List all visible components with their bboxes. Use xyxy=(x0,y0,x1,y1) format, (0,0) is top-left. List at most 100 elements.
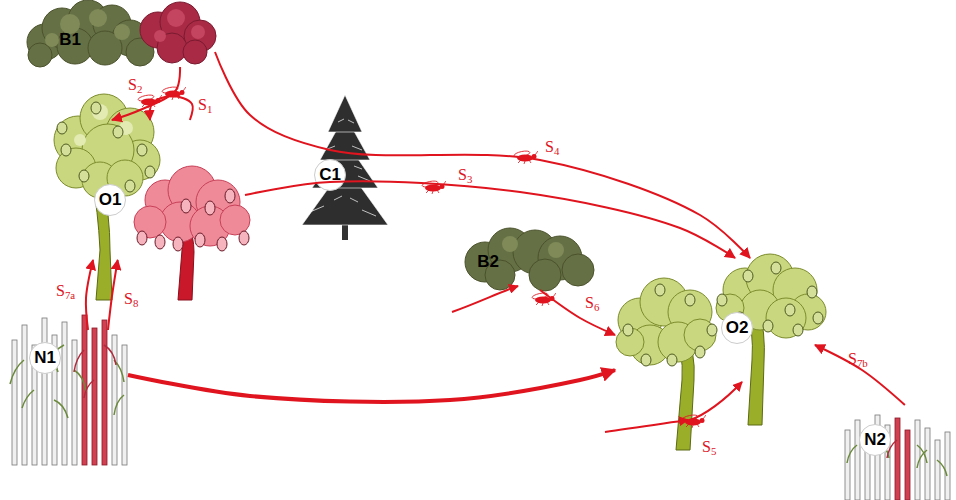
flight-label: S7a xyxy=(56,282,75,304)
orchard-tree-illustration xyxy=(623,324,633,336)
bush-illustration xyxy=(89,9,107,27)
orchard-tree-illustration xyxy=(695,346,705,358)
orchard-tree-illustration xyxy=(239,231,249,245)
bush-illustration xyxy=(28,43,52,67)
bush-illustration xyxy=(27,0,154,67)
orchard-tree-illustration xyxy=(616,254,826,450)
site-label: B1 xyxy=(59,30,81,50)
orchard-tree-illustration xyxy=(766,298,806,338)
site-label: B2 xyxy=(477,252,499,272)
cane-field-illustration xyxy=(925,428,930,500)
cane-field-illustration xyxy=(855,420,860,500)
aphid-icon xyxy=(138,86,706,428)
dispersal-arrow xyxy=(86,260,93,330)
bush-illustration xyxy=(154,30,166,42)
flight-path xyxy=(452,286,742,432)
bush-illustration xyxy=(548,242,564,258)
bush-illustration xyxy=(114,24,130,40)
orchard-tree-illustration xyxy=(91,102,101,114)
cane-field-illustration xyxy=(22,325,27,465)
site-label: N2 xyxy=(859,424,891,456)
label-subscript: 7a xyxy=(65,289,75,301)
cane-field-illustration xyxy=(935,440,940,500)
plant-node: B2 xyxy=(465,235,590,290)
conifer-illustration xyxy=(302,95,388,240)
bush-illustration xyxy=(465,228,594,291)
orchard-tree-illustration xyxy=(205,201,215,215)
flight-label: S1 xyxy=(198,96,212,118)
aphid-icon xyxy=(532,292,556,306)
connector-group xyxy=(86,52,905,405)
conifer-illustration xyxy=(302,95,388,225)
cane-field-illustration xyxy=(845,430,850,500)
label-subscript: 8 xyxy=(133,297,138,309)
orchard-tree-illustration xyxy=(134,166,250,246)
orchard-tree-illustration xyxy=(220,205,250,235)
flight-label: S2 xyxy=(128,76,142,98)
plant-node: N2 xyxy=(840,405,950,497)
bush-illustration xyxy=(57,28,93,64)
label-letter: S xyxy=(128,76,137,93)
plant-node: C1 xyxy=(298,95,390,240)
dispersal-arrow xyxy=(815,345,905,405)
orchard-tree-illustration xyxy=(707,324,717,336)
dispersal-arrow xyxy=(540,290,615,335)
cane-field-illustration xyxy=(845,415,950,500)
aphid-icon xyxy=(138,94,162,108)
cane-field-illustration xyxy=(905,430,910,500)
label-letter: S xyxy=(848,350,857,367)
site-label: N1 xyxy=(29,342,61,374)
orchard-tree-illustration xyxy=(717,294,727,306)
bush-illustration xyxy=(167,9,185,27)
bush-illustration xyxy=(45,9,130,47)
orchard-tree-illustration xyxy=(655,284,665,296)
flight-label: S7b xyxy=(848,350,868,372)
orchard-tree-illustration xyxy=(155,235,165,249)
bush-illustration xyxy=(465,228,594,291)
cane-field-illustration xyxy=(62,322,67,465)
label-subscript: 7b xyxy=(857,357,868,369)
orchard-tree-illustration xyxy=(225,189,235,203)
bush-illustration xyxy=(140,2,216,64)
cane-field-illustration xyxy=(92,328,97,465)
dispersal-arrow xyxy=(108,260,118,330)
site-label: O1 xyxy=(94,184,126,216)
plant-node: N1 xyxy=(8,330,128,465)
bush-illustration xyxy=(502,236,564,258)
bush-illustration xyxy=(191,25,205,39)
site-label: C1 xyxy=(314,159,346,191)
flight-label: S6 xyxy=(585,294,599,316)
orchard-tree-illustration xyxy=(623,284,717,366)
orchard-tree-illustration xyxy=(57,102,155,192)
aphid-icon xyxy=(514,150,538,164)
conifer-illustration xyxy=(310,119,376,216)
cane-field-illustration xyxy=(12,318,127,465)
orchard-tree-illustration xyxy=(217,237,227,251)
flight-label: S5 xyxy=(702,438,716,460)
orchard-tree-illustration xyxy=(113,126,123,138)
label-subscript: 2 xyxy=(137,83,142,95)
label-letter: S xyxy=(702,438,711,455)
plant-node: B1 xyxy=(25,8,215,67)
plant-node: O1 xyxy=(55,120,245,260)
orchard-tree-illustration xyxy=(54,94,250,300)
aphid-icon xyxy=(422,180,446,194)
orchard-tree-illustration xyxy=(793,324,803,336)
orchard-tree-illustration xyxy=(74,134,86,146)
orchard-tree-illustration xyxy=(616,278,716,365)
orchard-tree-illustration xyxy=(181,199,191,213)
orchard-tree-illustration xyxy=(54,94,160,198)
flight-label: S3 xyxy=(458,166,472,188)
bush-illustration xyxy=(562,254,594,286)
label-subscript: 1 xyxy=(207,103,212,115)
cane-field-illustration xyxy=(845,415,950,500)
orchard-tree-illustration xyxy=(57,122,67,134)
cane-field-illustration xyxy=(74,345,116,398)
conifer-illustration xyxy=(328,95,362,132)
orchard-tree-illustration xyxy=(145,166,155,178)
flight-path xyxy=(452,286,518,312)
orchard-tree-illustration xyxy=(667,354,677,366)
